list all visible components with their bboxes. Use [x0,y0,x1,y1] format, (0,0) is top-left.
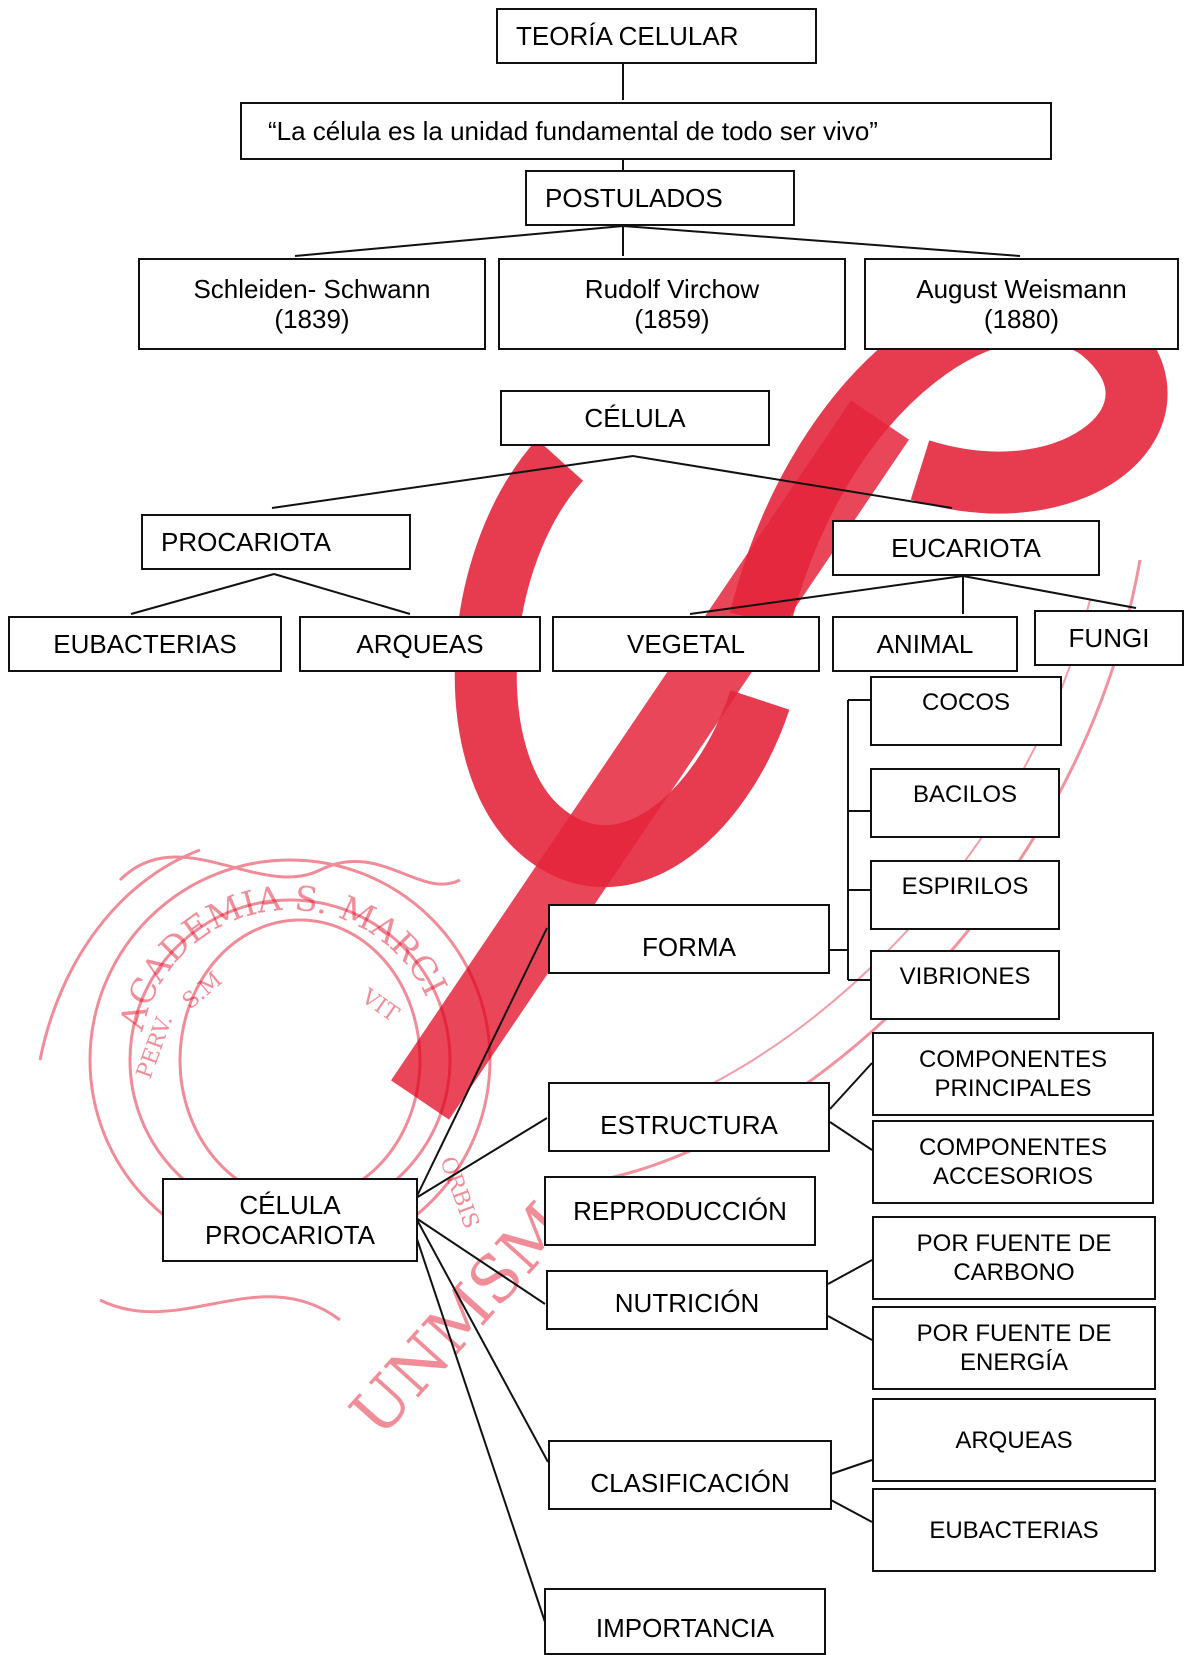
eukaryote-type-animal: ANIMAL [832,616,1018,672]
shape-bacilos: BACILOS [870,768,1060,838]
postulates-label: POSTULADOS [525,170,795,226]
watermark-e-diagonal [391,400,909,1120]
prokaryote-type-eubacteria: EUBACTERIAS [8,616,282,672]
author-weismann: August Weismann (1880) [864,258,1179,350]
branch-reproduccion: REPRODUCCIÓN [544,1176,816,1246]
seal-ribbon [99,1295,341,1322]
watermark-e-stroke [454,439,790,888]
prokaryote-type-archaea: ARQUEAS [299,616,541,672]
eukaryote-type-fungi: FUNGI [1034,610,1184,666]
theory-quote: “La célula es la unidad fundamental de t… [240,102,1052,160]
classification-eubacteria: EUBACTERIAS [872,1488,1156,1572]
shape-cocos: COCOS [870,676,1062,746]
author-virchow: Rudolf Virchow (1859) [498,258,846,350]
shape-vibriones: VIBRIONES [870,950,1060,1020]
nutrition-carbon-source: POR FUENTE DE CARBONO [872,1216,1156,1300]
shape-espirilos: ESPIRILOS [870,860,1060,930]
prokaryotic-cell-root: CÉLULA PROCARIOTA [162,1178,418,1262]
seal-banner [118,855,461,886]
structure-accessory-components: COMPONENTES ACCESORIOS [872,1120,1154,1204]
nutrition-energy-source: POR FUENTE DE ENERGÍA [872,1306,1156,1390]
eukaryote-box: EUCARIOTA [832,520,1100,576]
branch-forma: FORMA [548,904,830,974]
structure-main-components: COMPONENTES PRINCIPALES [872,1032,1154,1116]
cell-title: CÉLULA [500,390,770,446]
branch-importancia: IMPORTANCIA [544,1588,826,1655]
eukaryote-type-plant: VEGETAL [552,616,820,672]
author-schleiden-schwann: Schleiden- Schwann (1839) [138,258,486,350]
branch-nutricion: NUTRICIÓN [546,1270,828,1330]
theory-title: TEORÍA CELULAR [496,8,817,64]
classification-archaea: ARQUEAS [872,1398,1156,1482]
seal-laurel [38,848,201,1061]
branch-clasificacion: CLASIFICACIÓN [548,1440,832,1510]
prokaryote-box: PROCARIOTA [141,514,411,570]
branch-estructura: ESTRUCTURA [548,1082,830,1152]
